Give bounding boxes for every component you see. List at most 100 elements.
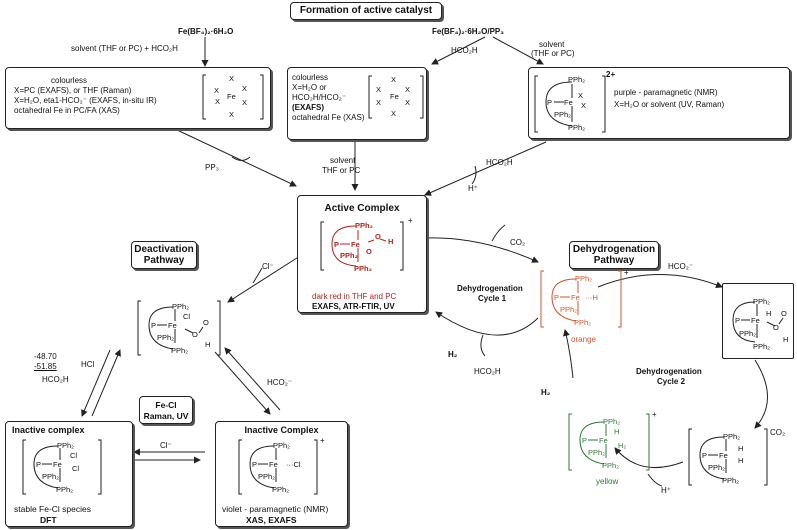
svg-text:P: P (334, 240, 339, 249)
svg-text:Fe: Fe (751, 316, 760, 325)
label-pp3: PP₃ (205, 163, 219, 172)
box-a-line-4: octahedral Fe in PC/FA (XAS) (14, 106, 120, 115)
inactive-right-line-1: violet - paramagnetic (NMR) (222, 504, 329, 514)
svg-text:Fe: Fe (719, 451, 728, 460)
fecl-title-2: Raman, UV (143, 411, 189, 421)
box-b-line-1: colourless (292, 73, 329, 82)
box-c-line-2: X=H₂O or solvent (UV, Raman) (614, 100, 725, 109)
svg-text:P: P (36, 460, 41, 469)
svg-text:PPh₂: PPh₂ (568, 123, 585, 132)
precursor-left-formula: Fe(BF₄)₂·6H₂O (178, 27, 234, 36)
svg-text:PPh₂: PPh₂ (340, 251, 358, 260)
precursor-right-hco2h: HCO₂H (451, 46, 478, 55)
svg-text:X: X (376, 98, 381, 107)
svg-text:H: H (205, 340, 210, 349)
svg-text:Cl: Cl (70, 451, 77, 460)
deactivation-title-1: Deactivation (134, 244, 194, 255)
svg-text:PPh₂: PPh₂ (739, 329, 756, 338)
box-a-line-1: colourless (51, 76, 88, 85)
svg-text:P: P (554, 293, 559, 302)
active-line-2: EXAFS, ATR-FTIR, UV (312, 302, 395, 311)
svg-text:X: X (242, 84, 247, 93)
precursor-right-formula: Fe(BF₄)₂·6H₂O/PP₃ (432, 27, 504, 36)
dehydrogenation-title-2: Pathway (593, 255, 635, 266)
active-line-1: dark red in THF and PC (312, 292, 397, 301)
svg-text:PPh₂: PPh₂ (575, 274, 592, 283)
orange-charge: + (624, 268, 629, 277)
precursor-right-solvent: solvent (539, 40, 565, 49)
deactivation-box: Deactivation Pathway (131, 241, 197, 269)
svg-text:PPh₂: PPh₂ (354, 264, 372, 273)
svg-text:X: X (405, 85, 410, 94)
svg-text:PPh₂: PPh₂ (560, 305, 577, 314)
inactive-left-title: Inactive complex (12, 425, 85, 435)
svg-text:H₂: H₂ (618, 441, 626, 450)
active-charge: + (408, 216, 413, 225)
svg-text:Fe: Fe (564, 98, 573, 107)
energy-1: -48.70 (34, 352, 57, 361)
svg-text:X: X (391, 75, 396, 84)
cycle1-label-1: Dehydrogenation (457, 284, 523, 293)
box-c-line-1: purple - paramagnetic (NMR) (614, 88, 718, 97)
svg-text:Fe: Fe (599, 436, 608, 445)
svg-text:PPh₂: PPh₂ (273, 441, 290, 450)
label-cl-inactive: Cl⁻ (160, 441, 172, 450)
svg-text:Cl: Cl (183, 312, 190, 321)
svg-text:PPh₂: PPh₂ (574, 318, 591, 327)
cycle1-hco2h: HCO₂H (474, 367, 501, 376)
complex-box-b: colourless X=H₂O or HCO₂H/HCO₂⁻ (EXAFS) … (287, 67, 427, 140)
svg-text:X: X (376, 85, 381, 94)
box-a-line-2: X=PC (EXAFS), or THF (Raman) (14, 86, 132, 95)
svg-text:X: X (391, 109, 396, 118)
label-hco2h-top: HCO₂H (486, 158, 513, 167)
svg-text:PPh₂: PPh₂ (753, 342, 770, 351)
svg-text:P: P (151, 321, 156, 330)
svg-text:O: O (192, 330, 198, 339)
svg-text:H: H (738, 444, 743, 453)
svg-text:Fe: Fe (269, 460, 278, 469)
svg-text:P: P (735, 316, 740, 325)
svg-text:X: X (578, 91, 583, 100)
box-a-line-3: X=H₂O, eta1-HCO₂⁻ (EXAFS, in-situ IR) (14, 96, 157, 105)
svg-text:X: X (405, 98, 410, 107)
complex-box-a: colourless X=PC (EXAFS), or THF (Raman) … (5, 67, 271, 129)
dehydrogenation-title-1: Dehydrogenation (572, 244, 656, 255)
svg-text:PPh₂: PPh₂ (708, 463, 725, 472)
svg-text:O: O (375, 232, 381, 241)
deactivation-title-2: Pathway (143, 255, 185, 266)
inactive-left-line-1: stable Fe-Cl species (14, 504, 92, 514)
cycle1-label-2: Cycle 1 (478, 294, 507, 303)
svg-text:X: X (214, 86, 219, 95)
svg-text:PPh₂: PPh₂ (157, 333, 174, 342)
svg-text:PPh₂: PPh₂ (554, 110, 571, 119)
svg-text:H: H (783, 335, 788, 344)
precursor-left-arrow-label: solvent (THF or PC) + HCO₂H (71, 44, 178, 53)
label-hco2minus-left: HCO₂⁻ (267, 378, 293, 387)
precursor-right-solvent-2: (THF or PC) (531, 49, 575, 58)
inactive-left-line-2: DFT (40, 515, 57, 525)
active-complex-title: Active Complex (324, 203, 400, 214)
label-orange: orange (571, 335, 596, 344)
svg-text:PPh₂: PPh₂ (172, 302, 189, 311)
label-hcl: HCl (81, 360, 95, 369)
svg-text:Fe: Fe (168, 321, 177, 330)
svg-text:PPh₂: PPh₂ (722, 476, 739, 485)
label-yellow: yellow (596, 477, 619, 486)
svg-text:H: H (388, 237, 393, 246)
cycle1-co2: CO₂ (510, 238, 526, 247)
svg-text:PPh₂: PPh₂ (602, 461, 619, 470)
fecl-box: Fe-Cl Raman, UV (139, 396, 193, 424)
svg-text:Fe: Fe (53, 460, 62, 469)
svg-text:O: O (366, 247, 372, 256)
box-b-line-3: HCO₂H/HCO₂⁻ (292, 93, 346, 102)
